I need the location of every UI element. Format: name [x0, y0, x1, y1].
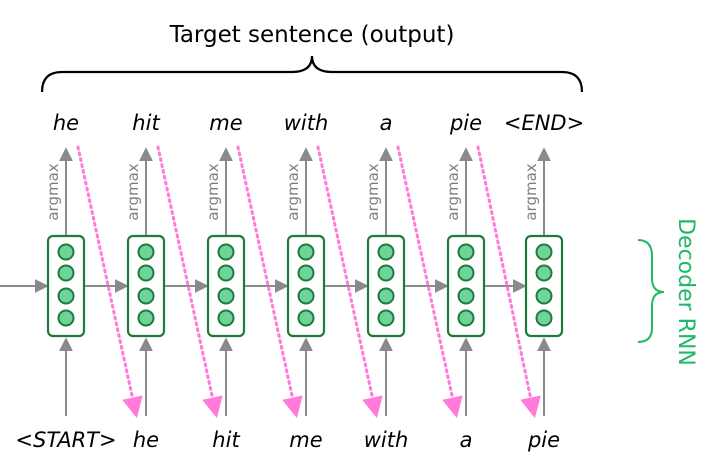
hidden-unit-node — [137, 287, 155, 305]
feedback-arrow — [76, 145, 143, 419]
argmax-label: argmax — [444, 163, 462, 220]
hidden-unit-node — [57, 264, 75, 282]
hidden-unit-node — [457, 309, 475, 327]
hidden-unit-node — [535, 243, 553, 261]
rnn-cell — [524, 234, 564, 338]
argmax-label: argmax — [124, 163, 142, 220]
rnn-cell-box — [46, 234, 86, 338]
hidden-unit-node — [217, 243, 235, 261]
argmax-label: argmax — [284, 163, 302, 220]
hidden-unit-node — [217, 287, 235, 305]
rnn-cell-box — [524, 234, 564, 338]
rnn-cell — [366, 234, 406, 338]
hidden-unit-node — [297, 287, 315, 305]
feedback-arrows — [76, 145, 541, 419]
hidden-unit-node — [297, 264, 315, 282]
hidden-unit-node — [457, 264, 475, 282]
argmax-label: argmax — [44, 163, 62, 220]
hidden-unit-node — [377, 243, 395, 261]
feedback-arrow — [156, 145, 223, 419]
hidden-unit-node — [377, 264, 395, 282]
input-word: <START> — [15, 428, 116, 452]
rnn-cell-box — [206, 234, 246, 338]
rnn-cell — [206, 234, 246, 338]
decoder-rnn-label: Decoder RNN — [673, 218, 698, 366]
decoder-brace — [637, 239, 665, 343]
argmax-label: argmax — [364, 163, 382, 220]
word-labels: argmax he <START> argmax hit he argmax me hit arg… — [15, 111, 584, 452]
rnn-cell-box — [126, 234, 166, 338]
hidden-unit-node — [217, 309, 235, 327]
output-word: hit — [132, 111, 160, 135]
hidden-unit-node — [535, 264, 553, 282]
input-word: a — [460, 428, 473, 452]
output-brace — [40, 55, 584, 93]
hidden-unit-node — [297, 243, 315, 261]
feedback-arrow — [476, 145, 541, 419]
output-word: pie — [449, 111, 482, 135]
hidden-unit-node — [457, 243, 475, 261]
input-word: pie — [527, 428, 560, 452]
feedback-arrow — [396, 145, 463, 419]
input-word: he — [133, 428, 159, 452]
rnn-cell — [126, 234, 166, 338]
output-word: a — [380, 111, 393, 135]
rnn-cell — [46, 234, 86, 338]
hidden-unit-node — [535, 309, 553, 327]
input-word: with — [364, 428, 409, 452]
rnn-cell — [286, 234, 326, 338]
hidden-unit-node — [57, 309, 75, 327]
hidden-unit-node — [457, 287, 475, 305]
output-word: he — [53, 111, 79, 135]
hidden-unit-node — [377, 309, 395, 327]
hidden-unit-node — [137, 243, 155, 261]
hidden-unit-node — [57, 287, 75, 305]
output-word: me — [209, 111, 242, 135]
feedback-arrow — [316, 145, 383, 419]
argmax-label: argmax — [522, 163, 540, 220]
feedback-arrow — [236, 145, 303, 419]
hidden-unit-node — [137, 309, 155, 327]
hidden-unit-node — [297, 309, 315, 327]
output-word: with — [284, 111, 329, 135]
rnn-cell — [446, 234, 486, 338]
hidden-unit-node — [57, 243, 75, 261]
rnn-cells — [46, 234, 564, 338]
hidden-unit-node — [377, 287, 395, 305]
input-word: me — [289, 428, 322, 452]
rnn-cell-box — [366, 234, 406, 338]
rnn-cell-box — [286, 234, 326, 338]
hidden-unit-node — [137, 264, 155, 282]
input-word: hit — [212, 428, 240, 452]
vertical-arrows — [59, 147, 551, 416]
hidden-unit-node — [535, 287, 553, 305]
diagram-title: Target sentence (output) — [169, 22, 455, 48]
argmax-label: argmax — [204, 163, 222, 220]
rnn-cell-box — [446, 234, 486, 338]
hidden-unit-node — [217, 264, 235, 282]
output-word: <END> — [504, 111, 584, 135]
